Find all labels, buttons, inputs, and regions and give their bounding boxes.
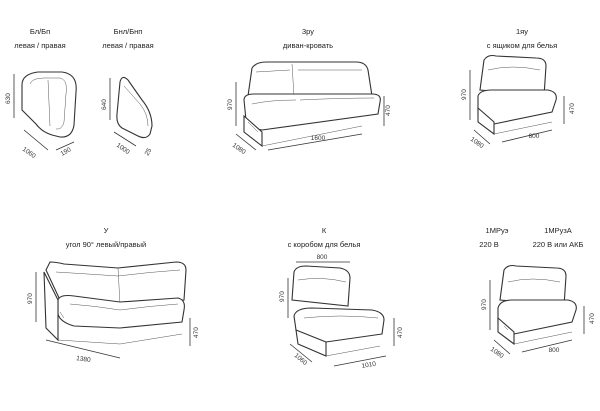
module-desc-k: с коробом для белья <box>287 240 361 249</box>
module-code-1mruza: 1МРузА <box>544 226 572 235</box>
dim-u-seat: 470 <box>193 327 200 338</box>
module-desc-1mruza: 220 В или АКБ <box>532 240 584 249</box>
dim-bnl-height: 640 <box>101 99 108 110</box>
dim-bl-width: 190 <box>60 146 73 158</box>
dim-k-height: 970 <box>279 291 286 302</box>
dim-k-width-top: 800 <box>317 254 328 261</box>
module-code-1yau: 1яу <box>516 27 528 36</box>
module-code-k: К <box>321 226 327 235</box>
dim-u-height: 970 <box>27 293 34 304</box>
module-desc-bl: левая / правая <box>14 41 66 50</box>
module-desc-1mrue: 220 В <box>479 240 499 249</box>
dim-bl-height: 630 <box>5 93 12 104</box>
module-code-3ru: 3ру <box>301 27 315 36</box>
module-desc-bnl: левая / правая <box>102 41 154 50</box>
module-desc-1yau: с ящиком для белья <box>486 41 558 50</box>
dim-3ru-height: 970 <box>227 99 234 110</box>
dim-bnl-width: 25 <box>144 147 154 157</box>
dim-3ru-seat: 470 <box>385 105 392 116</box>
dim-k-length: 1010 <box>361 360 377 369</box>
dim-1yau-width: 800 <box>529 133 540 140</box>
dim-k-seat: 470 <box>397 327 404 338</box>
module-code-u: У <box>103 226 109 235</box>
dim-3ru-width: 1600 <box>311 135 326 142</box>
dim-1mr-seat: 470 <box>589 313 596 324</box>
module-desc-3ru: диван-кровать <box>282 41 334 50</box>
dim-1yau-height: 970 <box>461 89 468 100</box>
dim-1mr-height: 970 <box>481 299 488 310</box>
dim-u-width: 1380 <box>76 355 92 364</box>
module-code-1mrue: 1МРуэ <box>485 226 509 235</box>
module-code-bnl: Бнл/Бнп <box>113 27 143 36</box>
dim-1yau-seat: 470 <box>569 103 576 114</box>
module-code-bl: Бл/Бп <box>29 27 51 36</box>
dim-1mr-width: 800 <box>549 347 560 354</box>
module-desc-u: угол 90° левый/правый <box>65 240 147 249</box>
